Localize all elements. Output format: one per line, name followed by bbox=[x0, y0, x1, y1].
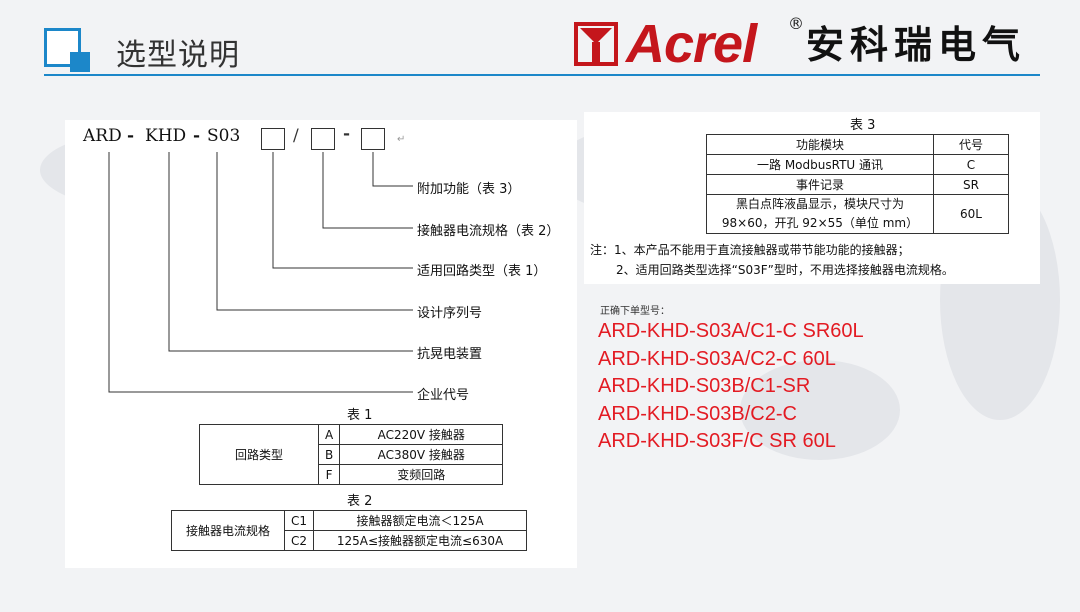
table3-code: SR bbox=[933, 174, 1009, 195]
tree-label-design-series: 设计序列号 bbox=[417, 306, 483, 321]
table3-code: 60L bbox=[933, 194, 1009, 234]
tree-label-company-code: 企业代号 bbox=[417, 388, 470, 403]
table2-row-header: 接触器电流规格 bbox=[171, 510, 285, 551]
table1-desc: AC220V 接触器 bbox=[339, 424, 504, 445]
table3-desc: 一路 ModbusRTU 通讯 bbox=[706, 154, 934, 175]
table3-desc-line2: 98×60，开孔 92×55（单位 mm） bbox=[721, 216, 919, 230]
order-examples-caption: 正确下单型号： bbox=[600, 306, 670, 317]
table3-caption: 表 3 bbox=[850, 118, 876, 133]
table3-header-module: 功能模块 bbox=[706, 134, 934, 155]
table3-header-code: 代号 bbox=[933, 134, 1009, 155]
model-part-dash: - bbox=[193, 126, 201, 146]
table1-circuit-type: 回路类型 A AC220V 接触器 B AC380V 接触器 F 变频回路 bbox=[199, 424, 504, 485]
table-row: B AC380V 接触器 bbox=[200, 444, 504, 465]
model-slot-circuit-type bbox=[261, 128, 285, 150]
model-part-ard: ARD bbox=[83, 126, 122, 146]
model-part-khd: KHD bbox=[145, 126, 187, 146]
note-line-2: 2、适用回路类型选择“S03F”型时，不用选择接触器电流规格。 bbox=[616, 263, 954, 277]
model-part-s03: S03 bbox=[207, 126, 241, 146]
paragraph-mark: ↵ bbox=[397, 134, 406, 145]
model-slash: / bbox=[293, 126, 299, 146]
model-part-dash: - bbox=[127, 126, 135, 146]
slide-logo-squares bbox=[44, 28, 90, 72]
brand-name: Acrel bbox=[626, 14, 757, 74]
order-example: ARD-KHD-S03A/C2-C 60L bbox=[598, 347, 836, 370]
table-row: 一路 ModbusRTU 通讯 C bbox=[706, 154, 1009, 175]
table2-current-spec: 接触器电流规格 C1 接触器额定电流＜125A C2 125A≤接触器额定电流≤… bbox=[171, 510, 528, 551]
table2-caption: 表 2 bbox=[347, 494, 373, 509]
table1-caption: 表 1 bbox=[347, 408, 373, 423]
table1-desc: 变频回路 bbox=[339, 464, 504, 485]
table3-desc: 事件记录 bbox=[706, 174, 934, 195]
order-examples-list: ARD-KHD-S03A/C1-C SR60L ARD-KHD-S03A/C2-… bbox=[598, 318, 864, 456]
order-example: ARD-KHD-S03F/C SR 60L bbox=[598, 430, 836, 452]
table-row: 黑白点阵液晶显示，模块尺寸为 98×60，开孔 92×55（单位 mm） 60L bbox=[706, 194, 1009, 234]
table2-code: C1 bbox=[283, 510, 315, 531]
model-slot-extra-function bbox=[361, 128, 385, 150]
table2-desc: 125A≤接触器额定电流≤630A bbox=[313, 530, 528, 551]
brand-logo: Acrel ® 安科瑞电气 bbox=[574, 14, 1044, 74]
page-title: 选型说明 bbox=[116, 38, 240, 73]
table-row: 回路类型 A AC220V 接触器 bbox=[199, 424, 504, 485]
function-module-panel: 表 3 功能模块 代号 一路 ModbusRTU 通讯 C 事件记录 SR 黑白… bbox=[584, 112, 1040, 284]
table-row: 接触器电流规格 C1 接触器额定电流＜125A bbox=[171, 510, 528, 551]
table1-desc: AC380V 接触器 bbox=[339, 444, 504, 465]
table-row: F 变频回路 bbox=[200, 464, 504, 485]
tree-label-extra-function: 附加功能（表 3） bbox=[417, 182, 521, 197]
tree-label-circuit-type: 适用回路类型（表 1） bbox=[417, 264, 547, 279]
table3-desc-line1: 黑白点阵液晶显示，模块尺寸为 bbox=[735, 197, 904, 211]
model-slot-current-spec bbox=[311, 128, 335, 150]
model-code-tree bbox=[108, 152, 413, 393]
model-dash: - bbox=[343, 124, 351, 144]
brand-chinese-name: 安科瑞电气 bbox=[806, 23, 1027, 67]
order-example: ARD-KHD-S03B/C2-C bbox=[598, 402, 797, 425]
table1-code: F bbox=[317, 464, 341, 485]
table2-desc: 接触器额定电流＜125A bbox=[313, 510, 528, 531]
table1-code: A bbox=[317, 424, 341, 445]
table3-code: C bbox=[933, 154, 1009, 175]
selection-notes: 注：1、本产品不能用于直流接触器或带节能功能的接触器； 2、适用回路类型选择“S… bbox=[590, 240, 954, 280]
table3-function-module: 功能模块 代号 一路 ModbusRTU 通讯 C 事件记录 SR 黑白点阵液晶… bbox=[706, 134, 1009, 234]
table1-row-header: 回路类型 bbox=[199, 424, 319, 485]
table-row: C2 125A≤接触器额定电流≤630A bbox=[172, 530, 528, 551]
note-line-1: 注：1、本产品不能用于直流接触器或带节能功能的接触器； bbox=[590, 243, 910, 257]
table-row: 功能模块 代号 bbox=[706, 134, 1009, 155]
table2-code: C2 bbox=[283, 530, 315, 551]
tree-label-contactor-current: 接触器电流规格（表 2） bbox=[417, 224, 560, 239]
model-code-panel: ARD - KHD - S03 / - ↵ 附加功能（表 3） 接触器电流规格（… bbox=[65, 120, 577, 568]
table3-desc-multiline: 黑白点阵液晶显示，模块尺寸为 98×60，开孔 92×55（单位 mm） bbox=[706, 194, 934, 234]
acrel-mark-icon bbox=[574, 22, 618, 66]
order-example: ARD-KHD-S03A/C1-C SR60L bbox=[598, 320, 864, 342]
table-row: 事件记录 SR bbox=[706, 174, 1009, 195]
tree-label-anti-sway-device: 抗晃电装置 bbox=[417, 347, 483, 362]
registered-mark: ® bbox=[788, 14, 804, 33]
header-divider bbox=[44, 74, 1040, 76]
table1-code: B bbox=[317, 444, 341, 465]
order-example: ARD-KHD-S03B/C1-SR bbox=[598, 375, 811, 397]
